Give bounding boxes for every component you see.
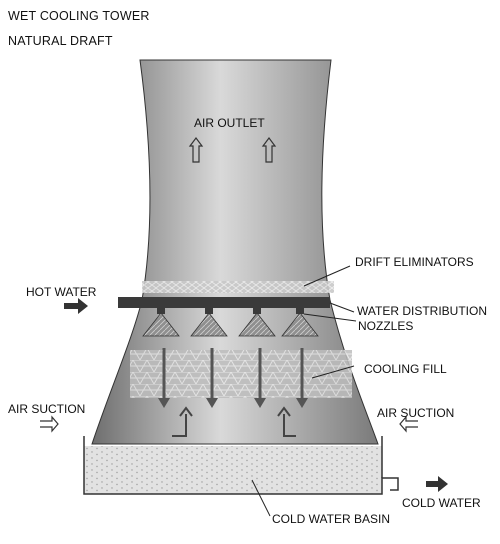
label-cold-water: COLD WATER [402,496,481,510]
air-outlet-arrows [188,137,277,163]
water-distribution-pipe [118,297,330,308]
diagram-subtitle: NATURAL DRAFT [8,34,113,48]
leader-lines [251,265,357,517]
cooling-fill [130,350,352,398]
label-air-suction-right: AIR SUCTION [377,406,454,420]
label-cold-water-basin: COLD WATER BASIN [272,512,390,526]
cold-water-arrow [426,476,448,492]
label-air-outlet: AIR OUTLET [194,116,265,130]
label-air-suction-left: AIR SUCTION [8,402,85,416]
nozzles [142,308,319,337]
label-water-distribution: WATER DISTRIBUTION [357,304,487,318]
label-cooling-fill: COOLING FILL [364,362,447,376]
label-hot-water: HOT WATER [26,285,97,299]
air-rising-arrows [172,406,296,437]
cold-water-basin [83,436,399,495]
air-suction-left-arrow [40,415,59,433]
label-nozzles: NOZZLES [358,319,413,333]
label-drift-eliminators: DRIFT ELIMINATORS [355,255,474,269]
falling-water-arrows [158,348,308,408]
drift-eliminator-band [142,281,334,293]
diagram-title: WET COOLING TOWER [8,9,150,23]
hot-water-arrow [64,298,88,314]
air-suction-right-arrow [399,415,418,433]
